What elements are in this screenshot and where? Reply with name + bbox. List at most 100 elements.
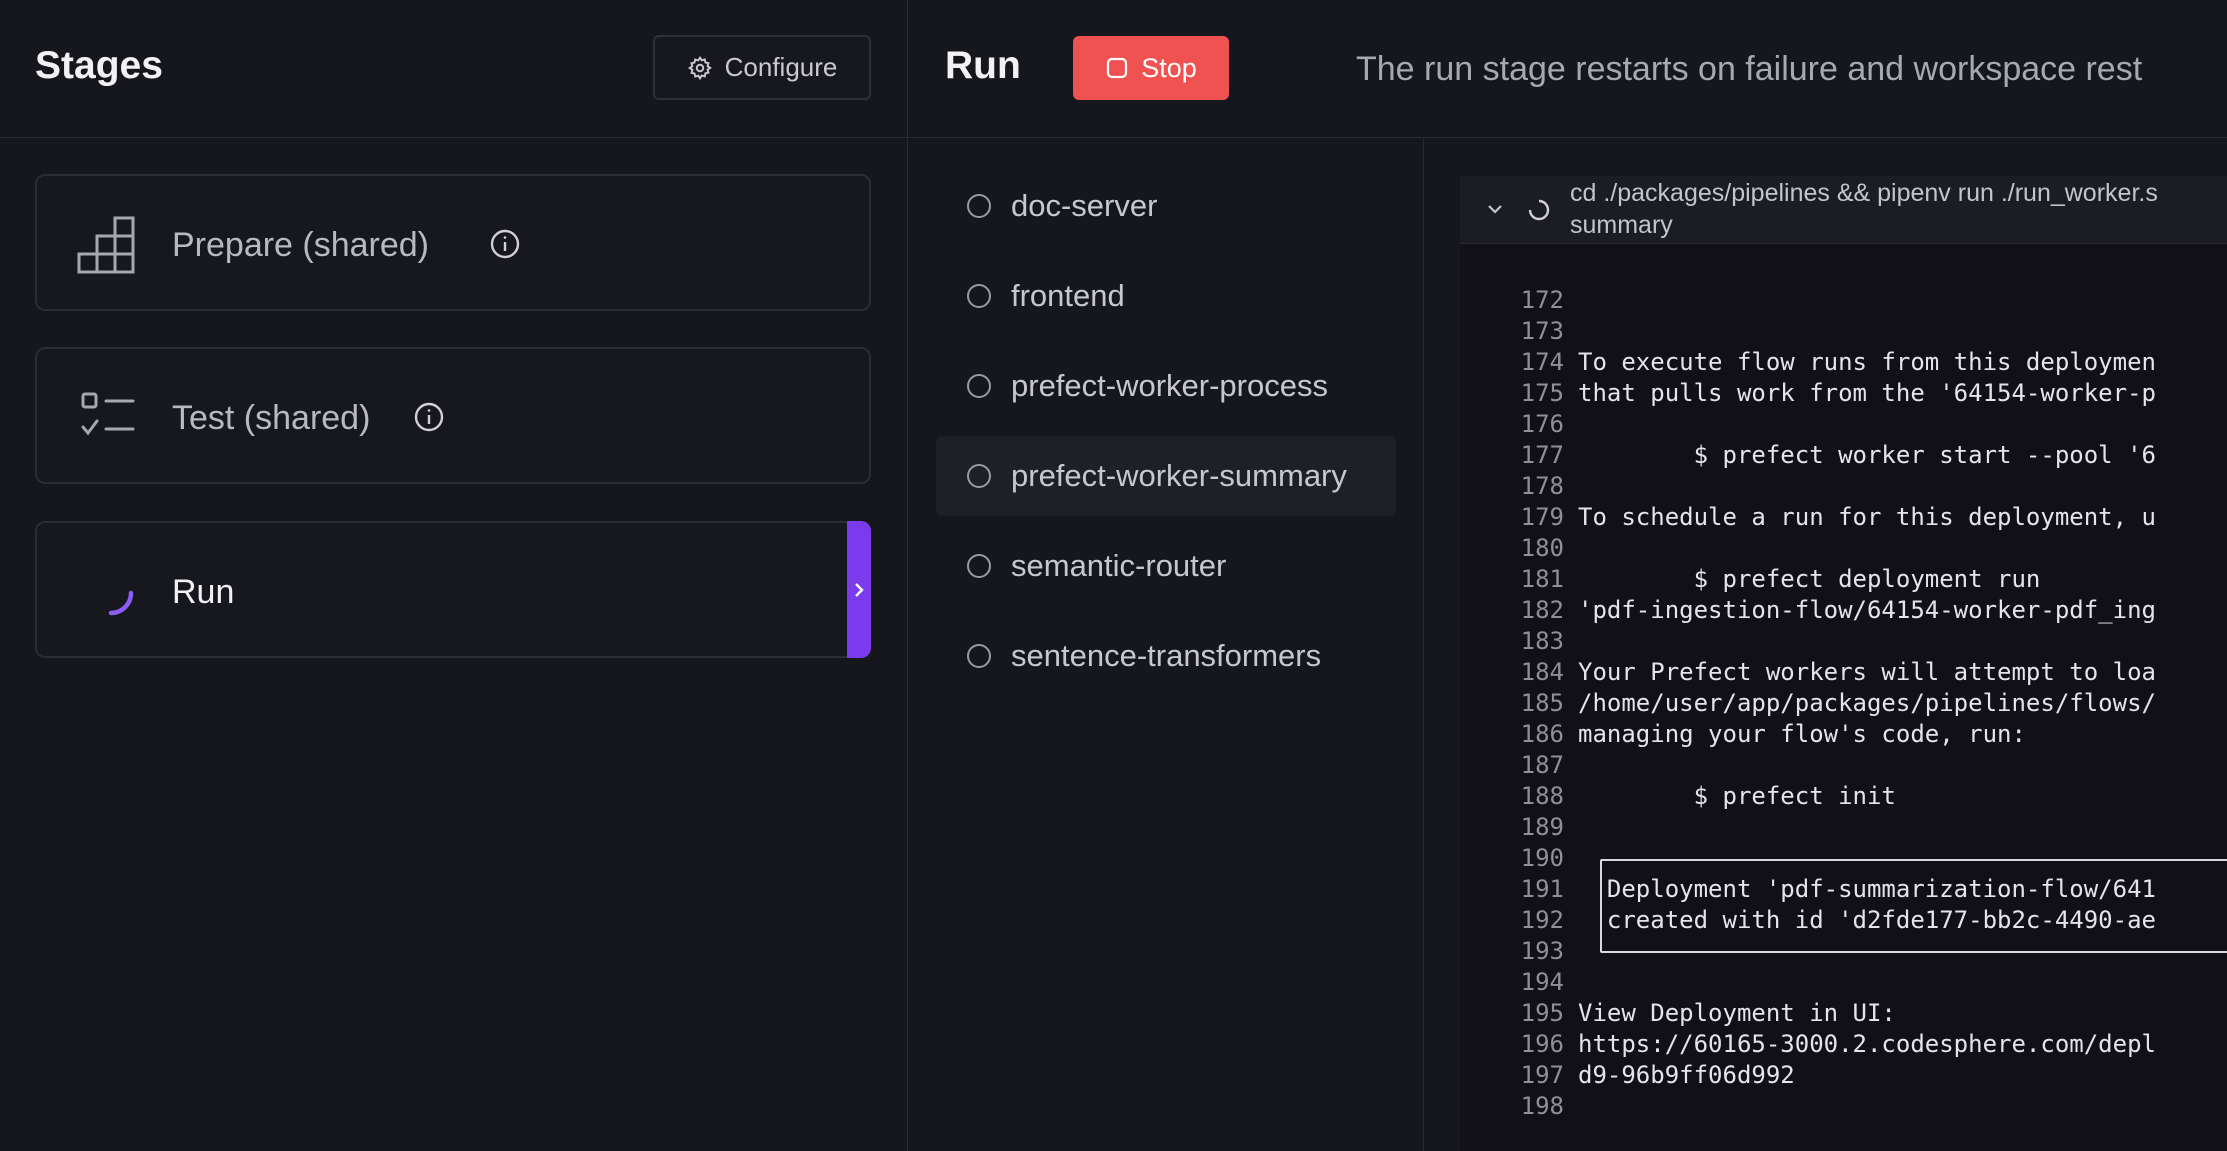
service-item-prefect-worker-process[interactable]: prefect-worker-process xyxy=(936,346,1396,426)
log-line-number: 176 xyxy=(1520,410,1564,438)
log-line: 180 xyxy=(1460,533,2227,564)
configure-button[interactable]: Configure xyxy=(653,35,871,100)
log-line-text: Your Prefect workers will attempt to loa xyxy=(1578,658,2156,686)
log-line-text: managing your flow's code, run: xyxy=(1578,720,2026,748)
log-line-number: 185 xyxy=(1520,689,1564,717)
log-line: 177 $ prefect worker start --pool '6 xyxy=(1460,440,2227,471)
run-title: Run xyxy=(945,44,1021,87)
service-label: doc-server xyxy=(1011,188,1158,223)
log-line: 184 Your Prefect workers will attempt to … xyxy=(1460,657,2227,688)
log-command: cd ./packages/pipelines && pipenv run ./… xyxy=(1570,179,2158,239)
stages-header-divider xyxy=(0,137,907,138)
stop-button[interactable]: Stop xyxy=(1073,36,1229,100)
log-line: 187 xyxy=(1460,750,2227,781)
log-line-text: To schedule a run for this deployment, u xyxy=(1578,503,2156,531)
log-line-number: 172 xyxy=(1520,286,1564,314)
log-line-number: 174 xyxy=(1520,348,1564,376)
log-line-number: 177 xyxy=(1520,441,1564,469)
chevron-down-icon[interactable] xyxy=(1484,198,1506,220)
log-line: 179 To schedule a run for this deployment… xyxy=(1460,502,2227,533)
log-line-text: Deployment 'pdf-summarization-flow/641 xyxy=(1578,875,2156,903)
spinner-icon xyxy=(108,590,134,616)
log-line-number: 192 xyxy=(1520,906,1564,934)
log-line-number: 189 xyxy=(1520,813,1564,841)
service-item-doc-server[interactable]: doc-server xyxy=(936,166,1396,246)
log-line: 191 Deployment 'pdf-summarization-flow/6… xyxy=(1460,874,2227,905)
service-list-divider xyxy=(1423,138,1424,1151)
log-line: 189 xyxy=(1460,812,2227,843)
log-panel[interactable]: cd ./packages/pipelines && pipenv run ./… xyxy=(1460,176,2227,1151)
status-circle-icon xyxy=(967,374,991,398)
checklist-icon xyxy=(81,392,135,436)
log-line: 190 xyxy=(1460,843,2227,874)
log-line: 185/home/user/app/packages/pipelines/flo… xyxy=(1460,688,2227,719)
stage-card-prepare[interactable]: Prepare (shared) xyxy=(35,174,871,311)
log-line-number: 190 xyxy=(1520,844,1564,872)
stage-card-run[interactable]: Run xyxy=(35,521,871,658)
service-label: prefect-worker-process xyxy=(1011,368,1328,403)
service-item-sentence-transformers[interactable]: sentence-transformers xyxy=(936,616,1396,696)
log-line-number: 183 xyxy=(1520,627,1564,655)
log-line-number: 179 xyxy=(1520,503,1564,531)
service-label: semantic-router xyxy=(1011,548,1227,583)
gear-icon xyxy=(687,55,712,80)
bar-blocks-icon xyxy=(77,216,135,274)
log-header[interactable]: cd ./packages/pipelines && pipenv run ./… xyxy=(1460,176,2227,244)
log-line: 172 xyxy=(1460,285,2227,316)
stop-label: Stop xyxy=(1141,52,1197,83)
stage-label-test: Test (shared) xyxy=(172,399,371,437)
chevron-right-icon xyxy=(855,582,864,597)
log-line-number: 175 xyxy=(1520,379,1564,407)
deployment-box xyxy=(1600,859,2227,953)
log-line-text: created with id 'd2fde177-bb2c-4490-ae xyxy=(1578,906,2156,934)
log-line-number: 178 xyxy=(1520,472,1564,500)
log-line-number: 197 xyxy=(1520,1061,1564,1089)
service-label: frontend xyxy=(1011,278,1125,313)
log-line: 197 d9-96b9ff06d992 xyxy=(1460,1060,2227,1091)
log-line: 176 xyxy=(1460,409,2227,440)
log-line: 183 xyxy=(1460,626,2227,657)
status-circle-icon xyxy=(967,554,991,578)
log-line-number: 188 xyxy=(1520,782,1564,810)
service-item-frontend[interactable]: frontend xyxy=(936,256,1396,336)
log-line: 178 xyxy=(1460,471,2227,502)
loading-spinner-icon xyxy=(1528,199,1550,221)
service-item-prefect-worker-summary[interactable]: prefect-worker-summary xyxy=(936,436,1396,516)
log-line-number: 191 xyxy=(1520,875,1564,903)
stages-title: Stages xyxy=(35,44,163,87)
log-line: 194 xyxy=(1460,967,2227,998)
log-line-number: 180 xyxy=(1520,534,1564,562)
expand-handle[interactable] xyxy=(847,521,871,658)
log-line-number: 194 xyxy=(1520,968,1564,996)
configure-label: Configure xyxy=(724,52,838,82)
log-output: 172 173 174 To execute flow runs from this … xyxy=(1460,285,2227,1122)
log-line-text: To execute flow runs from this deploymen xyxy=(1578,348,2156,376)
stage-label-run: Run xyxy=(172,573,235,611)
log-line: 188 $ prefect init xyxy=(1460,781,2227,812)
info-icon[interactable] xyxy=(413,401,445,433)
info-icon[interactable] xyxy=(489,228,521,260)
log-line-text: d9-96b9ff06d992 xyxy=(1578,1061,1795,1089)
run-description: The run stage restarts on failure and wo… xyxy=(1356,50,2143,88)
run-header-divider xyxy=(908,137,2227,138)
service-item-semantic-router[interactable]: semantic-router xyxy=(936,526,1396,606)
status-circle-icon xyxy=(967,644,991,668)
log-line: 198 xyxy=(1460,1091,2227,1122)
log-line-text: $ prefect worker start --pool '6 xyxy=(1578,441,2156,469)
log-line-number: 193 xyxy=(1520,937,1564,965)
stage-label-prepare: Prepare (shared) xyxy=(172,226,430,264)
log-line: 193 xyxy=(1460,936,2227,967)
log-line-number: 173 xyxy=(1520,317,1564,345)
log-line-number: 198 xyxy=(1520,1092,1564,1120)
log-line-number: 184 xyxy=(1520,658,1564,686)
stop-icon xyxy=(1107,57,1128,79)
service-label: sentence-transformers xyxy=(1011,638,1322,673)
log-line-text: View Deployment in UI: xyxy=(1578,999,1896,1027)
status-circle-icon xyxy=(967,284,991,308)
stage-card-test[interactable]: Test (shared) xyxy=(35,347,871,484)
log-line-number: 182 xyxy=(1520,596,1564,624)
